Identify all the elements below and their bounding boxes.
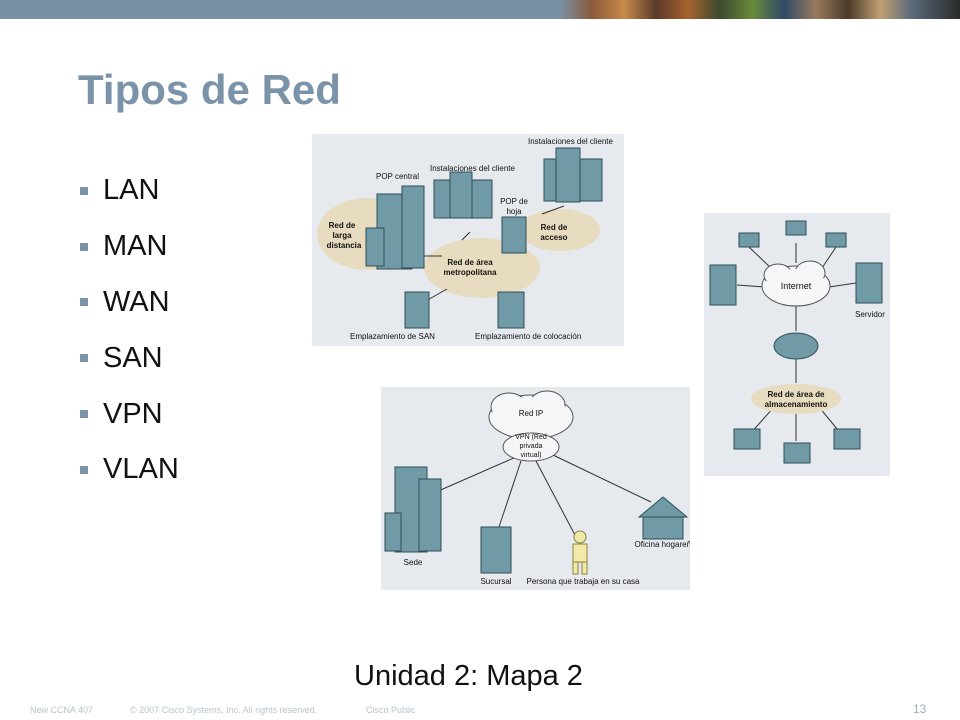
hq-label: Sede bbox=[404, 558, 423, 567]
bullet-item: LAN bbox=[80, 163, 179, 219]
vpn-diagram: Red IP VPN (Red privada virtual) Sede Su… bbox=[381, 387, 690, 590]
metro-label: metropolitana bbox=[444, 268, 497, 277]
vpn-diagram-canvas: Red IP VPN (Red privada virtual) Sede Su… bbox=[384, 390, 690, 586]
access-label: acceso bbox=[540, 233, 567, 242]
bullet-square-icon bbox=[80, 410, 88, 419]
vpn-cloud-icon bbox=[502, 432, 560, 462]
man-diagram: POP central Instalaciones del cliente In… bbox=[312, 134, 624, 346]
slide-title: Tipos de Red bbox=[78, 66, 341, 113]
hq-building-icon bbox=[384, 466, 442, 553]
bullet-square-icon bbox=[80, 186, 88, 195]
colo-site-label: Emplazamiento de colocación bbox=[475, 332, 581, 341]
bullet-item: VPN bbox=[80, 386, 179, 442]
bullet-label: WAN bbox=[103, 285, 170, 318]
bullet-item: SAN bbox=[80, 330, 179, 386]
branch-label: Sucursal bbox=[480, 577, 511, 586]
slide-subtitle: Unidad 2: Mapa 2 bbox=[354, 660, 583, 692]
bullet-square-icon bbox=[80, 465, 88, 474]
footer-classification: Cisco Public bbox=[366, 705, 416, 715]
vpn-links bbox=[435, 454, 652, 538]
teleworker-person-icon bbox=[572, 530, 588, 575]
bullet-item: VLAN bbox=[80, 442, 179, 498]
vpn-label: VPN (Red bbox=[515, 434, 547, 441]
teleworker-label: Persona que trabaja en su casa bbox=[527, 577, 641, 586]
footer-copyright: © 2007 Cisco Systems, Inc. All rights re… bbox=[130, 705, 318, 715]
customer-site-label: Instalaciones del cliente bbox=[528, 137, 613, 146]
metro-label: Red de área bbox=[447, 258, 493, 267]
leaf-pop-label: hoja bbox=[506, 207, 522, 216]
internet-label: Internet bbox=[781, 281, 812, 291]
bullet-list: LAN MAN WAN SAN VPN VLAN bbox=[80, 163, 179, 498]
ip-cloud-icon bbox=[488, 390, 574, 440]
san-site-label: Emplazamiento de SAN bbox=[350, 332, 435, 341]
header-photo-strip bbox=[560, 0, 960, 19]
server-icons bbox=[709, 262, 883, 306]
ip-net-label: Red IP bbox=[519, 409, 543, 418]
bullet-label: LAN bbox=[103, 174, 160, 207]
san-diagram-canvas: Internet Servidor Red de área de almacen… bbox=[709, 220, 885, 464]
bullet-label: VPN bbox=[103, 397, 163, 430]
san-cloud bbox=[751, 384, 841, 414]
home-office-house-icon bbox=[637, 496, 689, 540]
bullet-label: VLAN bbox=[103, 453, 179, 486]
vpn-label: virtual) bbox=[520, 452, 541, 459]
vpn-label: privada bbox=[520, 443, 543, 450]
central-pop-label: POP central bbox=[376, 172, 419, 181]
wan-label: larga bbox=[332, 231, 352, 240]
storage-disk-icons bbox=[733, 428, 861, 464]
workstation-icons bbox=[738, 220, 847, 248]
san-diagram: Internet Servidor Red de área de almacen… bbox=[704, 213, 890, 476]
footer-course: New CCNA 407 bbox=[30, 705, 94, 715]
bullet-item: MAN bbox=[80, 219, 179, 275]
wan-label: Red de bbox=[329, 221, 356, 230]
san-label: Red de área de bbox=[768, 390, 825, 399]
branch-building-icon bbox=[480, 526, 512, 574]
man-buildings bbox=[365, 147, 603, 329]
bullet-item: WAN bbox=[80, 275, 179, 331]
leaf-pop-label: POP de bbox=[500, 197, 528, 206]
router-icon bbox=[773, 332, 819, 360]
bullet-square-icon bbox=[80, 298, 88, 307]
access-label: Red de bbox=[541, 223, 568, 232]
server-label: Servidor bbox=[855, 310, 885, 319]
home-office-label: Oficina hogareña bbox=[635, 540, 690, 549]
customer-site-label: Instalaciones del cliente bbox=[430, 164, 515, 173]
internet-cloud-icon bbox=[761, 260, 831, 307]
man-diagram-canvas: POP central Instalaciones del cliente In… bbox=[317, 137, 613, 341]
bullet-label: SAN bbox=[103, 341, 163, 374]
access-cloud bbox=[520, 209, 600, 251]
page-number: 13 bbox=[913, 702, 927, 716]
bullet-label: MAN bbox=[103, 230, 168, 263]
wan-label: distancia bbox=[327, 241, 362, 250]
bullet-square-icon bbox=[80, 242, 88, 251]
bullet-square-icon bbox=[80, 354, 88, 363]
san-label: almacenamiento bbox=[765, 400, 828, 409]
